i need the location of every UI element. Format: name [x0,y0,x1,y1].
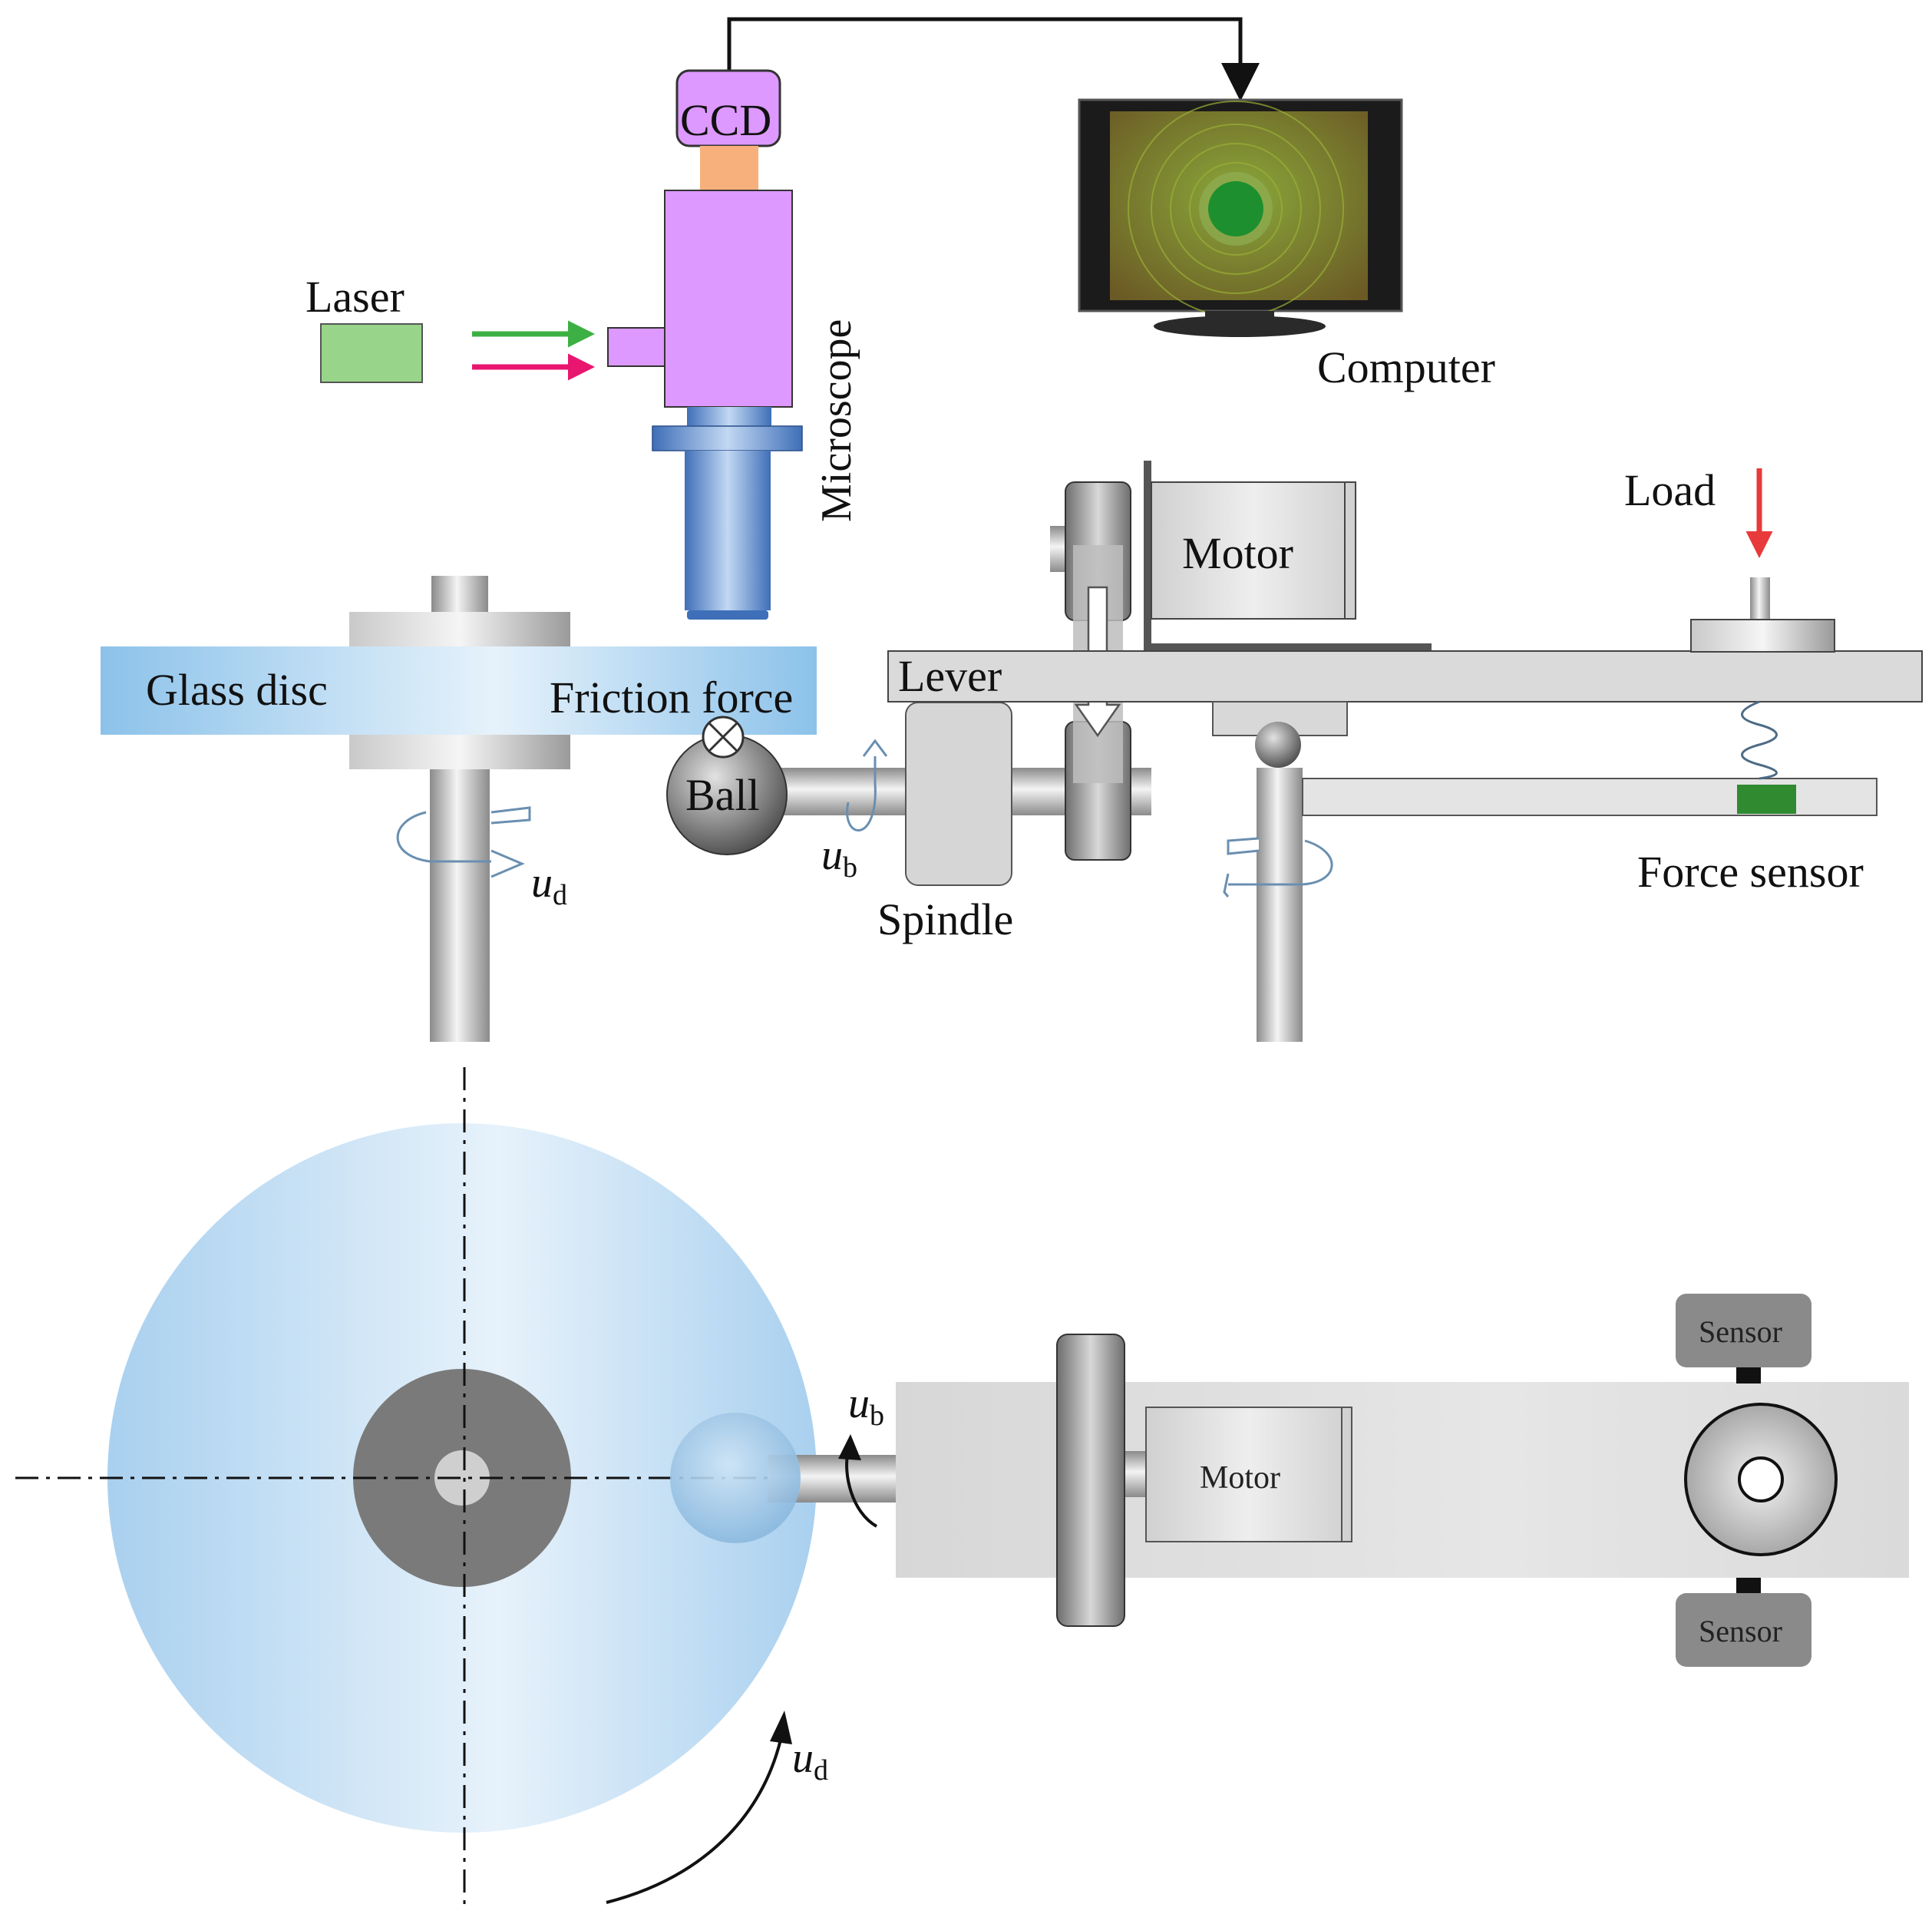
friction-force-label: Friction force [550,673,793,722]
microscope [607,190,803,620]
pivot [1255,722,1301,768]
support-post [1257,768,1303,1042]
ub-label-top: ub [848,1380,884,1432]
spring [1741,700,1778,780]
sensor-bottom-label: Sensor [1699,1614,1782,1648]
monitor-stand [1154,316,1326,337]
glass-disc-label: Glass disc [146,665,328,715]
force-sensor-chip [1737,785,1796,814]
microscope-label: Microscope [813,319,860,522]
sensor-bottom [1676,1593,1811,1667]
glass-disc-side-view [101,646,817,735]
disc-shaft-top [431,576,488,613]
disc-shaft [430,769,490,1042]
ball-rotation-arrow-side [846,739,888,831]
laser-source [320,323,423,383]
motor-top [1151,481,1356,620]
motor-bottom-label: Motor [1200,1460,1280,1496]
motor-bottom [1145,1407,1352,1542]
ud-label-top: ud [792,1734,828,1787]
lever-label: Lever [898,651,1002,701]
microscope-side-port [607,327,665,367]
ball-top-view [670,1413,801,1543]
motor-top-label: Motor [1182,528,1293,578]
load-weight-pin [1750,577,1770,620]
disc-hub-upper [349,612,570,646]
sensor-bottom-tip [1736,1578,1761,1595]
objective-upper [687,407,771,426]
sensor-top-tip [1736,1367,1761,1383]
motor-mount-bracket [1144,461,1151,649]
ud-label-side: ud [531,859,567,911]
lever [887,650,1923,702]
ccd-adapter [700,146,758,190]
objective-lens [685,451,771,610]
contact-image-center [1208,181,1263,236]
sensor-top [1676,1294,1811,1367]
sensor-wheel [1684,1403,1838,1556]
force-sensor-label: Force sensor [1637,847,1864,897]
spindle-housing [905,702,1012,886]
ccd-computer-cable [727,17,1260,101]
support-rotation-arrow [1223,837,1333,898]
load-label: Load [1624,465,1716,515]
ub-label-side: ub [821,831,857,884]
disc-rotation-arrow-side [396,806,531,878]
computer-label: Computer [1317,342,1495,392]
laser-label: Laser [305,272,405,322]
ccd-camera: CCD [675,69,781,147]
pulley-top-view [1056,1334,1125,1627]
ball-label: Ball [685,770,760,820]
disc-hub-lower [349,735,570,769]
disc-shaft-top-view [434,1450,490,1506]
objective-flange [652,425,803,451]
computer-monitor [1078,98,1403,337]
sensor-top-label: Sensor [1699,1314,1782,1349]
friction-force-symbol [702,716,745,759]
disc-rotation-arrow-top [606,1736,783,1904]
spindle-label: Spindle [877,894,1013,944]
ccd-label: CCD [680,95,771,145]
load-weight [1690,619,1835,653]
